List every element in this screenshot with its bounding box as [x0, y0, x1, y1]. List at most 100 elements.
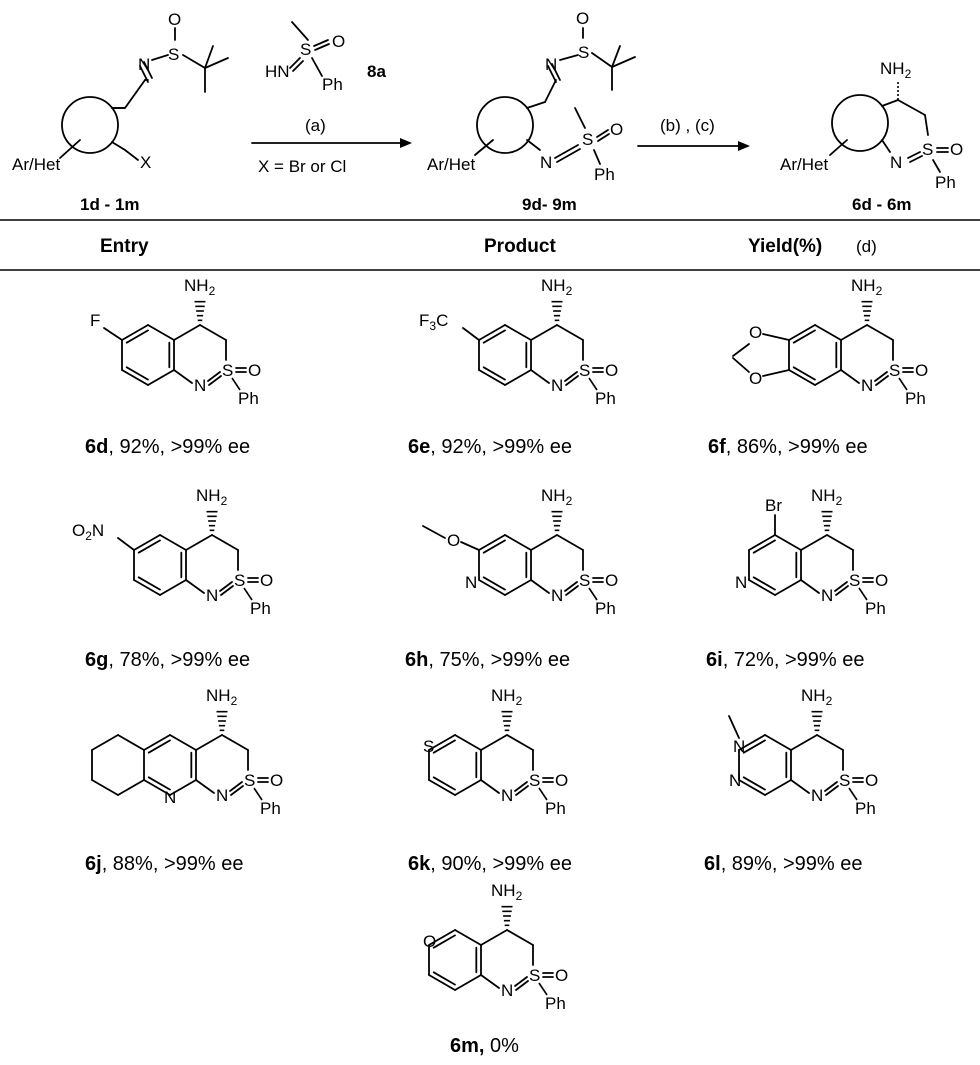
entry-caption: 6j, 88%, >99% ee [85, 853, 243, 875]
caption-6i: 6i, 72%, >99% ee [706, 649, 864, 671]
ph-label: Ph [250, 599, 271, 618]
o-atom: O [749, 323, 762, 342]
ar-het-label: Ar/Het [12, 155, 60, 174]
starting-material-1: N S O X Ar/Het 1d - 1m [12, 10, 229, 214]
n-atom: N [138, 55, 150, 74]
s-atom: S [578, 43, 589, 62]
n-atom: N [465, 573, 477, 592]
entry-id: 6i [706, 649, 723, 671]
ph-label: Ph [855, 799, 876, 818]
o-atom: O [555, 966, 568, 985]
nitro-substituent: O2N [72, 521, 104, 543]
entry-caption: 6k, 90%, >99% ee [408, 853, 572, 875]
entry-id: 6j [85, 853, 102, 875]
o-atom: O [749, 369, 762, 388]
caption-6m: 6m, 0% [450, 1035, 519, 1057]
nh2-group: NH2 [491, 686, 523, 708]
entry-caption: 6i, 72%, >99% ee [706, 649, 864, 671]
entry-result: , 90%, >99% ee [430, 853, 572, 875]
n-atom: N [216, 786, 228, 805]
reagent-label: 8a [367, 62, 386, 81]
entry-caption: 6l, 89%, >99% ee [704, 853, 862, 875]
s-atom: S [582, 130, 593, 149]
nh2-group: NH2 [206, 686, 238, 708]
o-atom: O [605, 571, 618, 590]
entry-id: 6l [704, 853, 721, 875]
n-atom: N [733, 737, 745, 756]
caption-6d: 6d, 92%, >99% ee [85, 436, 250, 458]
entry-result: , 78%, >99% ee [108, 649, 250, 671]
entry-result: , 92%, >99% ee [108, 436, 250, 458]
nh2-group: NH2 [541, 276, 573, 298]
step1-note: X = Br or Cl [258, 157, 346, 176]
x-atom: X [140, 153, 151, 172]
header-entry: Entry [100, 236, 149, 257]
product-label: 6d - 6m [852, 195, 912, 214]
entry-id: 6d [85, 436, 108, 458]
ph-label: Ph [595, 389, 616, 408]
header-yield: Yield(%) [748, 236, 822, 257]
cf3-substituent: F3C [419, 311, 448, 333]
entry-id: 6h [405, 649, 428, 671]
ph-label: Ph [322, 75, 343, 94]
nh2-group: NH2 [811, 486, 843, 508]
entry-id: 6k [408, 853, 431, 875]
n-atom: N [545, 55, 557, 74]
caption-6g: 6g, 78%, >99% ee [85, 649, 250, 671]
nh2-group: NH2 [851, 276, 883, 298]
o-atom: O [423, 932, 436, 951]
entry-caption: 6f, 86%, >99% ee [708, 436, 868, 458]
ph-label: Ph [595, 599, 616, 618]
ph-label: Ph [865, 599, 886, 618]
o-atom: O [260, 571, 273, 590]
ph-label: Ph [260, 799, 281, 818]
entry-caption: 6m, 0% [450, 1035, 519, 1057]
s-atom: S [234, 571, 245, 590]
n-atom: N [811, 786, 823, 805]
nh2-group: NH2 [541, 486, 573, 508]
bromo-substituent: Br [765, 496, 782, 515]
caption-6k: 6k, 90%, >99% ee [408, 853, 572, 875]
intermediate-9: N S O N S O Ph Ar/Het 9d- 9m [427, 9, 636, 214]
n-atom: N [501, 981, 513, 1000]
n-atom: N [551, 376, 563, 395]
n-atom: N [194, 376, 206, 395]
o-atom: O [168, 10, 181, 29]
entry-caption: 6d, 92%, >99% ee [85, 436, 250, 458]
n-atom: N [164, 788, 176, 807]
o-atom: O [875, 571, 888, 590]
o-atom: O [248, 361, 261, 380]
n-atom: N [890, 153, 902, 172]
entry-result: , 89%, >99% ee [721, 853, 863, 875]
s-atom: S [839, 771, 850, 790]
entry-result: , 75%, >99% ee [428, 649, 570, 671]
n-atom: N [551, 586, 563, 605]
ph-label: Ph [594, 165, 615, 184]
ph-label: Ph [905, 389, 926, 408]
entry-caption: 6e, 92%, >99% ee [408, 436, 572, 458]
arrow-step2: (b) , (c) [637, 116, 750, 151]
ar-het-label: Ar/Het [427, 155, 475, 174]
entry-id: 6f [708, 436, 726, 458]
step2-condition: (b) , (c) [660, 116, 715, 135]
fluoro-substituent: F [90, 311, 100, 330]
ph-label: Ph [935, 173, 956, 192]
n-atom: N [821, 586, 833, 605]
s-atom: S [529, 771, 540, 790]
o-atom: O [610, 120, 623, 139]
caption-6h: 6h, 75%, >99% ee [405, 649, 570, 671]
entry-id: 6g [85, 649, 108, 671]
reagent-8a: S HN O Ph 8a [265, 21, 386, 94]
